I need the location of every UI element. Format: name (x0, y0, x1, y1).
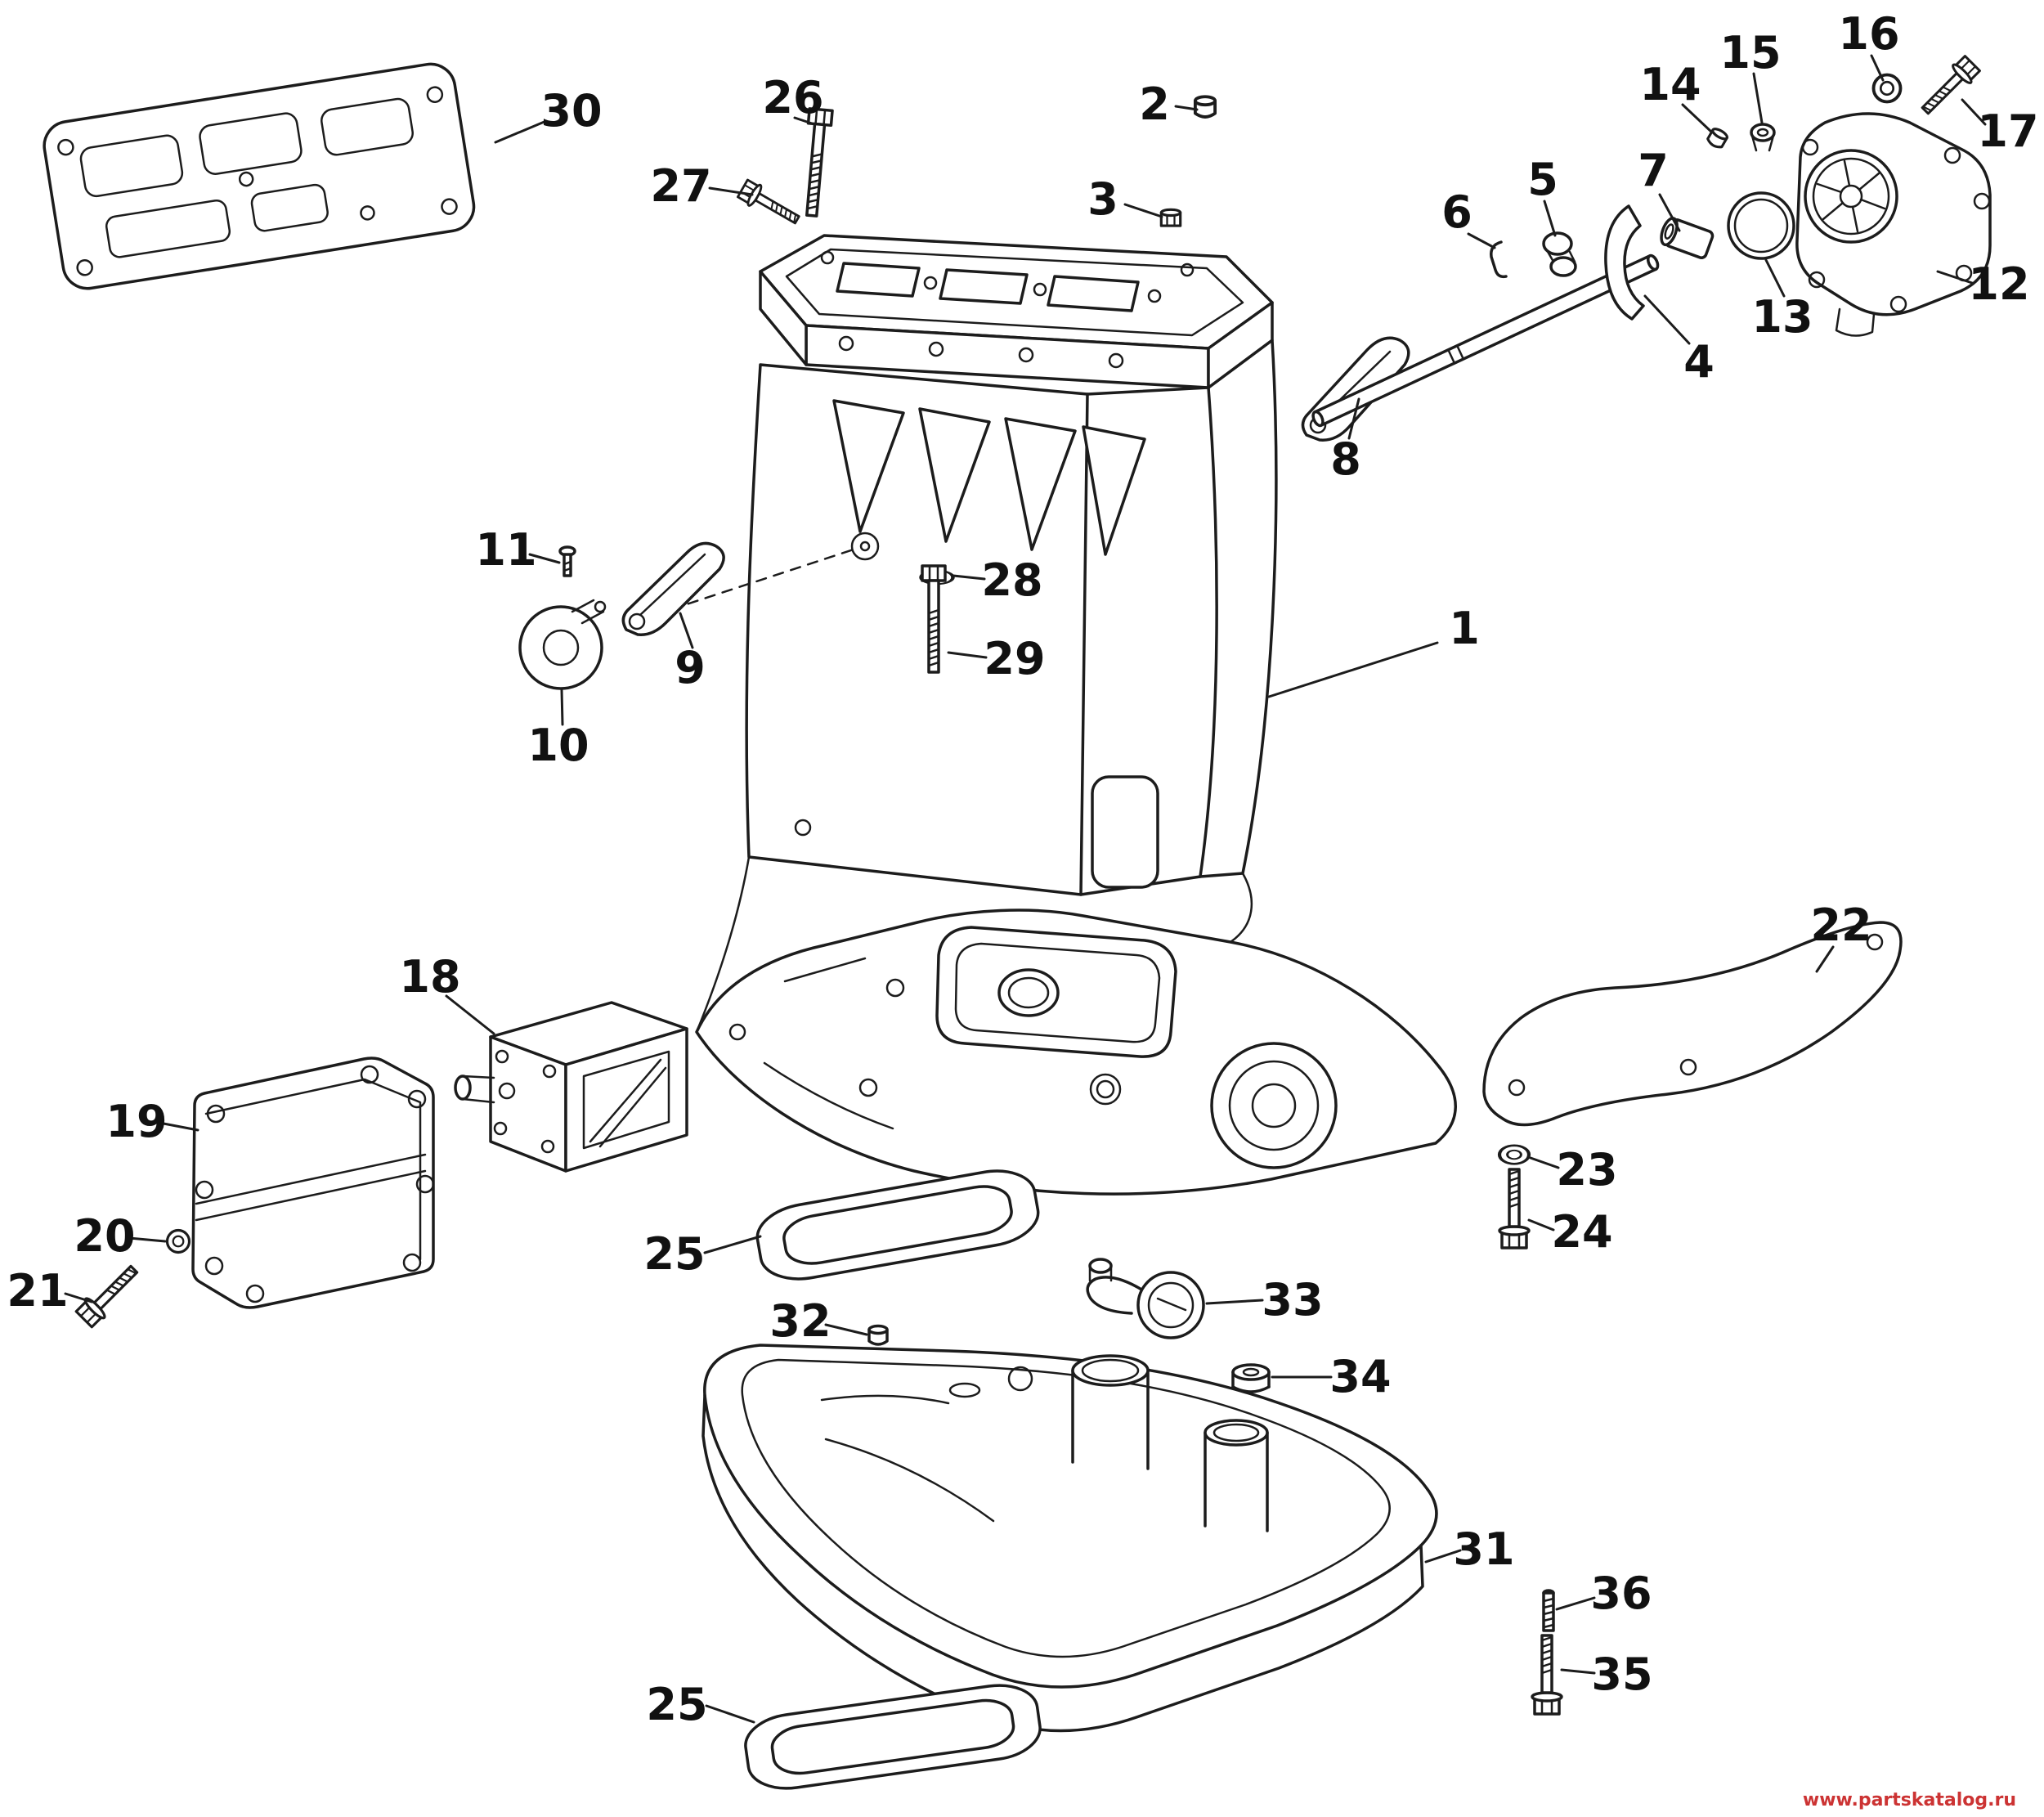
callout-9: 9 (675, 642, 706, 693)
callout-19: 19 (105, 1096, 168, 1147)
part-15-bushing (1750, 123, 1776, 152)
callout-1: 1 (1449, 603, 1480, 654)
callout-12: 12 (1968, 258, 2030, 310)
callout-25-lower: 25 (646, 1679, 708, 1730)
callout-35: 35 (1591, 1649, 1653, 1700)
callout-13: 13 (1751, 291, 1813, 343)
callout-20: 20 (74, 1210, 136, 1262)
part-22-plate (1482, 921, 1903, 1127)
part-2-bushing (1193, 95, 1217, 119)
part-35-bolt (1531, 1634, 1563, 1716)
part-4-shift-shaft (1311, 253, 1660, 428)
callout-6: 6 (1441, 186, 1472, 238)
callout-31: 31 (1453, 1523, 1515, 1575)
callout-4: 4 (1683, 336, 1715, 388)
part-30-gasket (43, 62, 476, 290)
callout-34: 34 (1329, 1351, 1392, 1402)
callout-25-upper: 25 (643, 1228, 706, 1280)
part-21-bolt (73, 1258, 145, 1330)
callout-11: 11 (475, 524, 537, 576)
callout-2: 2 (1139, 79, 1170, 130)
callout-18: 18 (399, 951, 461, 1003)
part-1-exhaust-housing (695, 234, 1457, 1196)
part-27-bolt (735, 177, 805, 231)
part-33-fitting (1086, 1258, 1205, 1339)
part-11-screw (558, 545, 576, 577)
callout-23: 23 (1556, 1144, 1618, 1196)
part-20-washer (165, 1228, 191, 1254)
callout-10: 10 (527, 720, 589, 771)
part-6-link (1490, 240, 1508, 279)
shift-lever-cam (1604, 204, 1645, 321)
callout-36: 36 (1590, 1568, 1652, 1619)
part-32-grommet (867, 1324, 889, 1346)
part-36-stud (1542, 1589, 1555, 1632)
callout-17: 17 (1977, 105, 2039, 157)
callout-15: 15 (1719, 27, 1782, 79)
part-25-gasket-lower (742, 1680, 1043, 1793)
part-25-gasket-upper (753, 1164, 1042, 1286)
part-34-grommet (1231, 1363, 1271, 1393)
callout-28: 28 (981, 554, 1043, 606)
callout-22: 22 (1810, 900, 1872, 951)
part-9-lever-arm (621, 541, 725, 636)
callout-5: 5 (1527, 154, 1558, 205)
callout-21: 21 (7, 1265, 69, 1317)
callout-27: 27 (650, 160, 712, 212)
part-18-mount-bracket (454, 1001, 688, 1173)
callout-14: 14 (1639, 59, 1701, 110)
part-16-washer (1871, 73, 1903, 104)
callout-33: 33 (1262, 1274, 1324, 1326)
part-24-bolt (1498, 1168, 1531, 1249)
leader-lines (64, 54, 1987, 1724)
part-19-cover-plate (191, 1057, 435, 1309)
part-31-inner-housing (702, 1344, 1438, 1733)
part-26-bolt (799, 107, 834, 218)
part-13-o-ring (1727, 191, 1795, 260)
part-10-clamp-ring (518, 599, 607, 690)
part-5-clamp (1542, 231, 1577, 277)
part-3-nut (1159, 208, 1182, 227)
callout-7: 7 (1638, 145, 1669, 196)
callout-3: 3 (1087, 173, 1118, 225)
callout-24: 24 (1551, 1206, 1613, 1258)
callout-30: 30 (540, 85, 603, 137)
callout-16: 16 (1838, 8, 1900, 60)
part-23-washer (1499, 1146, 1529, 1164)
callout-8: 8 (1330, 433, 1361, 485)
callout-29: 29 (984, 633, 1046, 684)
part-7-bushing (1660, 217, 1715, 259)
callout-26: 26 (762, 72, 824, 123)
part-12-pump-housing (1795, 112, 1992, 337)
callout-32: 32 (769, 1295, 831, 1347)
watermark-url: www.partskatalog.ru (1802, 1790, 2016, 1810)
